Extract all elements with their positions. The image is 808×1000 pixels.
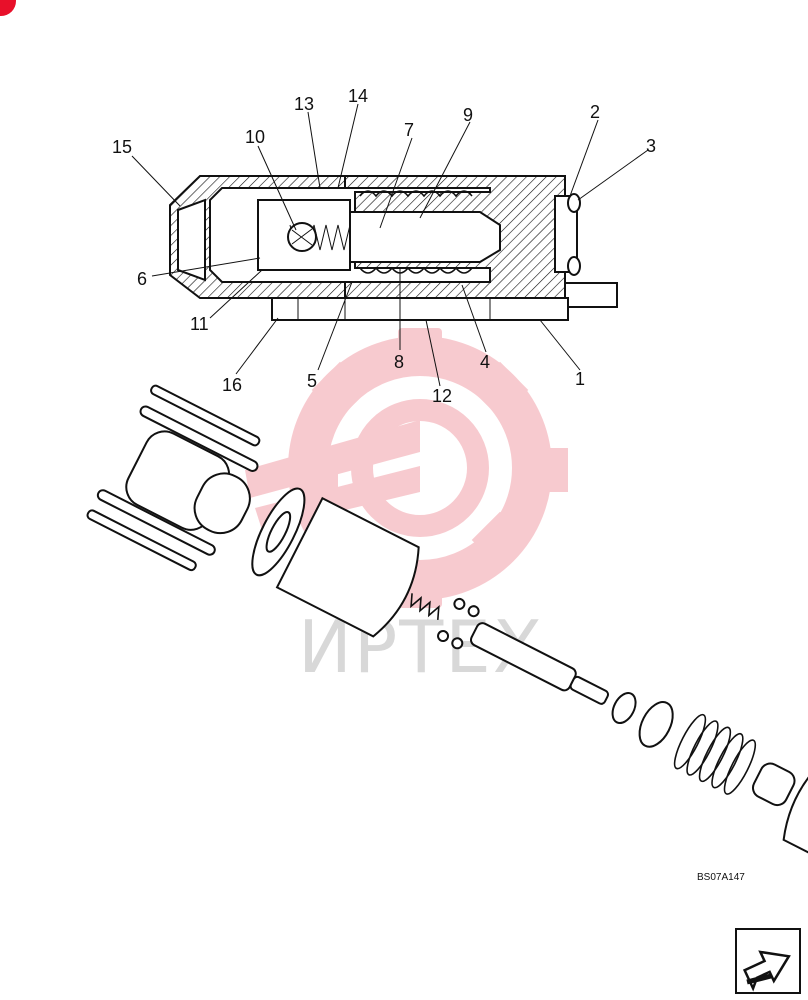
callout-10: 10	[245, 127, 265, 147]
callout-4: 4	[480, 352, 490, 372]
callout-3: 3	[646, 136, 656, 156]
callout-11: 11	[190, 314, 209, 334]
callout-9: 9	[463, 105, 473, 125]
callout-12: 12	[432, 386, 452, 406]
exploded-view	[86, 384, 808, 865]
cross-section-view	[169, 175, 618, 321]
next-page-button[interactable]	[735, 928, 801, 994]
exploded-housing-left	[86, 384, 261, 572]
callout-16: 16	[222, 375, 242, 395]
callout-14: 14	[348, 86, 368, 106]
callout-7: 7	[404, 120, 414, 140]
callout-6: 6	[137, 269, 147, 289]
callout-15: 15	[112, 137, 132, 157]
drawing-reference-code: BS07A147	[697, 872, 745, 883]
callout-13: 13	[294, 94, 314, 114]
callout-2: 2	[590, 102, 600, 122]
callout-labels: 1 2 3 4 5 6 7 8 9 10 11 12 13 14 15 16	[112, 86, 656, 406]
arrow-next-icon	[742, 950, 791, 992]
callout-5: 5	[307, 371, 317, 391]
callout-8: 8	[394, 352, 404, 372]
leader-lines	[131, 103, 649, 387]
callout-1: 1	[575, 369, 585, 389]
